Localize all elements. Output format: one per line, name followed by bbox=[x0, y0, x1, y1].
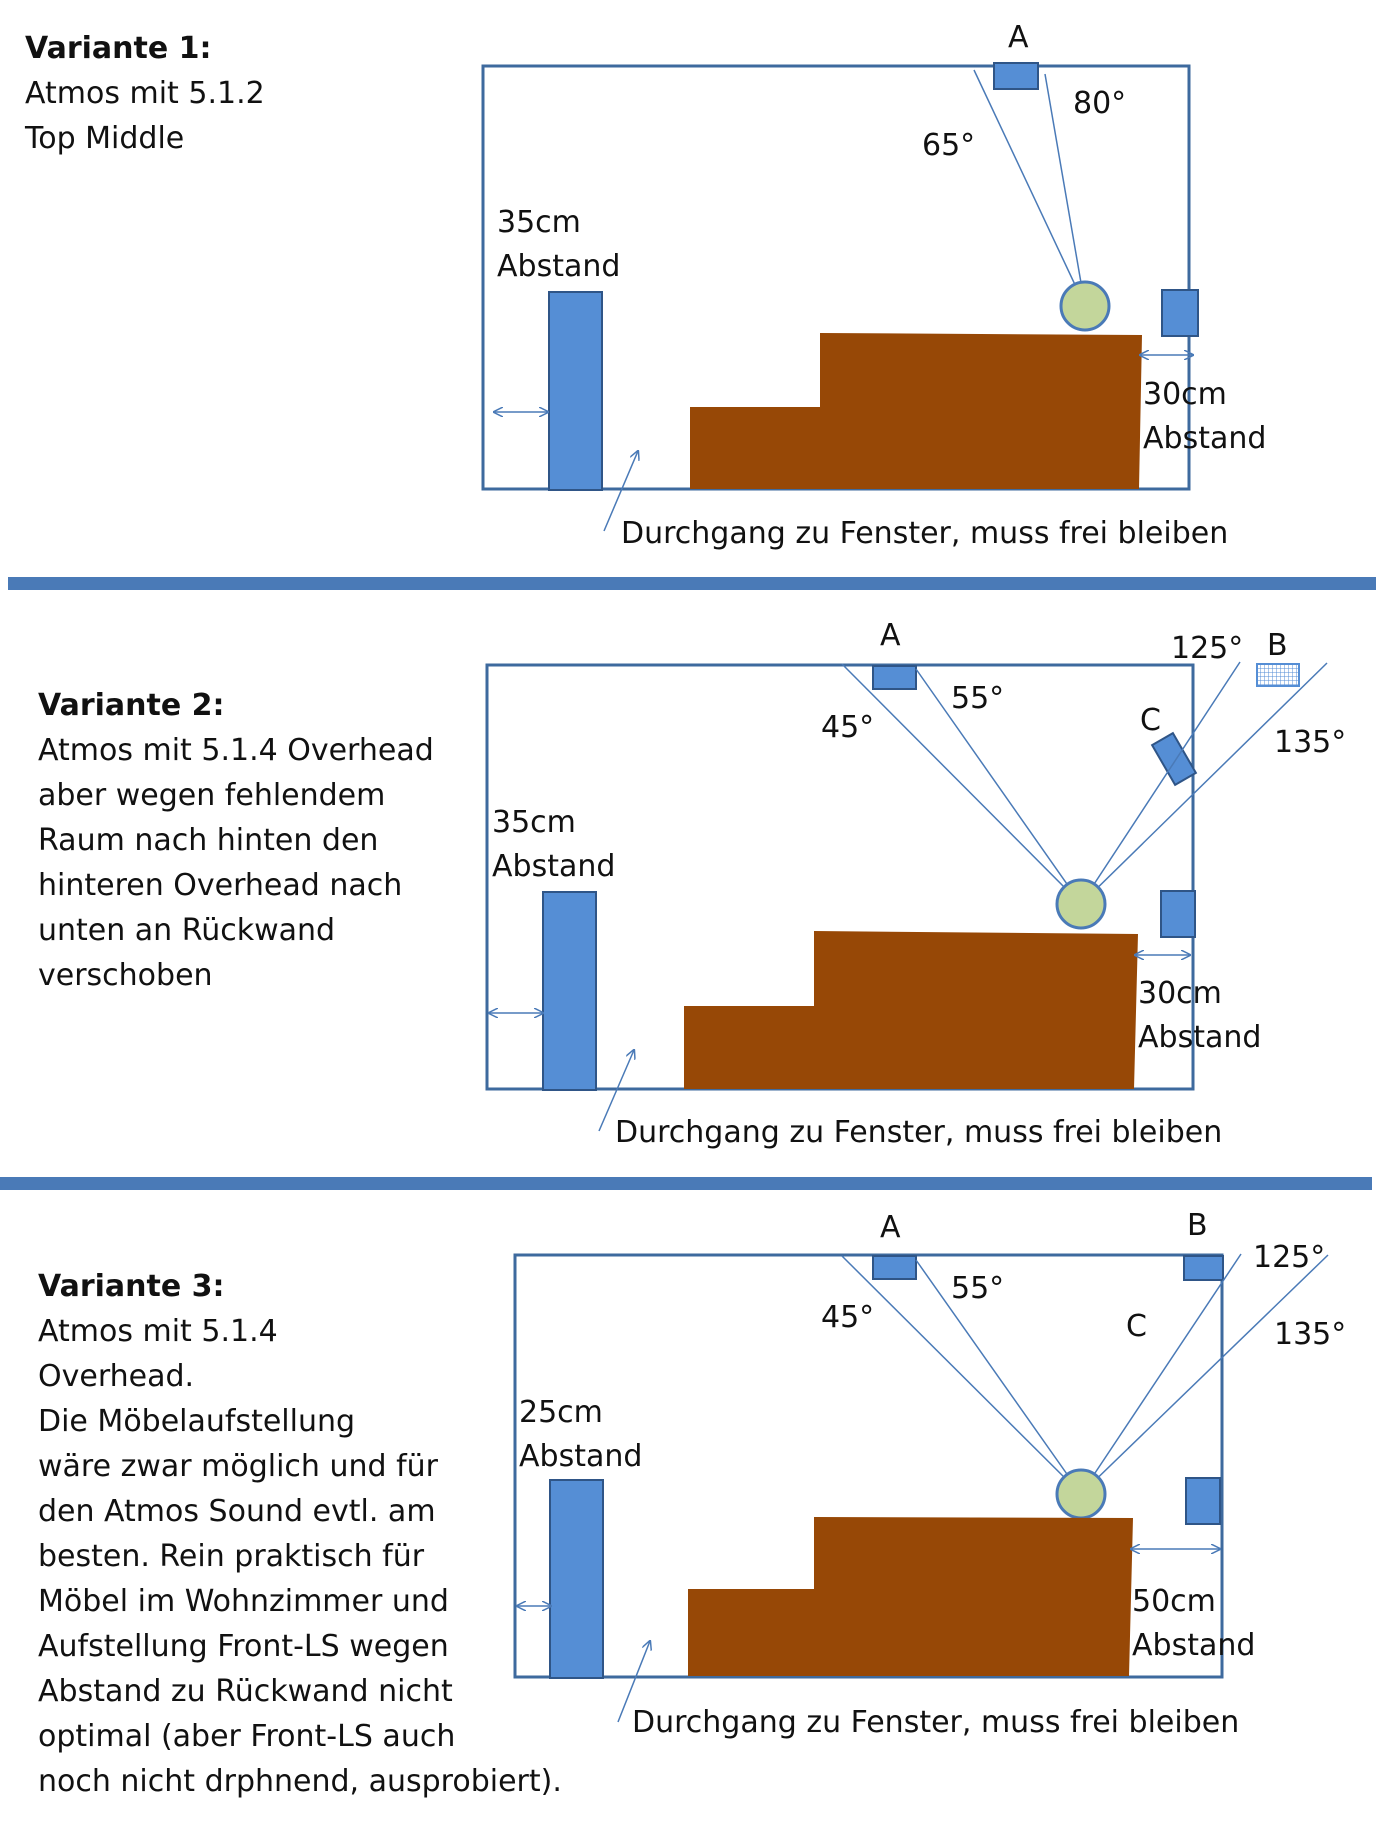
angle-line bbox=[973, 69, 1086, 307]
angle-line bbox=[1080, 1253, 1242, 1495]
variant-3-panel: Variante 3: Atmos mit 5.1.4 Overhead. Di… bbox=[0, 1190, 1384, 1831]
front-speaker-right bbox=[1160, 890, 1196, 938]
variant-3-line: Overhead. bbox=[38, 1359, 195, 1394]
variant-2-line: unten an Rückwand bbox=[38, 913, 336, 948]
angle-line bbox=[1080, 661, 1241, 905]
sofa bbox=[688, 1517, 1133, 1676]
speaker-a bbox=[872, 665, 917, 690]
angle-line bbox=[1044, 73, 1086, 307]
angle-label-80: 80° bbox=[1073, 86, 1126, 121]
variant-3-line: Atmos mit 5.1.4 bbox=[38, 1314, 278, 1349]
variant-2-panel: Variante 2: Atmos mit 5.1.4 Overhead abe… bbox=[0, 597, 1384, 1170]
variant-1-title: Variante 1: bbox=[25, 31, 212, 66]
front-speaker-left bbox=[542, 891, 597, 1091]
passage-note: Durchgang zu Fenster, muss frei bleiben bbox=[615, 1115, 1222, 1150]
speaker-b bbox=[1183, 1255, 1224, 1281]
variant-3-line: noch nicht drphnend, ausprobiert). bbox=[38, 1764, 562, 1799]
angle-line bbox=[915, 1259, 1082, 1495]
angle-line bbox=[915, 668, 1082, 905]
angle-line bbox=[1080, 1254, 1329, 1495]
speaker-b bbox=[1256, 663, 1300, 687]
angle-label-125: 125° bbox=[1171, 631, 1243, 666]
speaker-label-c: C bbox=[1126, 1309, 1147, 1344]
variant-3-line: Aufstellung Front-LS wegen bbox=[38, 1629, 449, 1664]
angle-label-55: 55° bbox=[951, 681, 1004, 716]
front-speaker-right bbox=[1185, 1477, 1221, 1525]
listener-position bbox=[1055, 1468, 1107, 1520]
front-speaker-left bbox=[548, 291, 603, 491]
variant-3-line: optimal (aber Front-LS auch bbox=[38, 1719, 456, 1754]
speaker-label-a: A bbox=[880, 1210, 901, 1245]
variant-3-line: Die Möbelaufstellung bbox=[38, 1404, 356, 1439]
passage-pointer bbox=[603, 451, 638, 532]
variant-2-line: hinteren Overhead nach bbox=[38, 868, 403, 903]
angle-label-125: 125° bbox=[1253, 1240, 1325, 1275]
variant-3-line: Abstand zu Rückwand nicht bbox=[38, 1674, 453, 1709]
speaker-c bbox=[1150, 731, 1198, 787]
variant-3-line: den Atmos Sound evtl. am bbox=[38, 1494, 436, 1529]
variant-2-floorplan: A B C 45° 55° 125° 135° bbox=[485, 618, 1346, 1150]
listener-position bbox=[1059, 280, 1111, 332]
variant-3-floorplan: A B C 45° 55° 125° 135° 2 bbox=[513, 1208, 1346, 1740]
speaker-label-c: C bbox=[1140, 703, 1161, 738]
variant-3-line: Möbel im Wohnzimmer und bbox=[38, 1584, 449, 1619]
room-outline bbox=[513, 1253, 1224, 1679]
variant-2-line: Raum nach hinten den bbox=[38, 823, 379, 858]
section-divider bbox=[0, 1177, 1372, 1190]
passage-note: Durchgang zu Fenster, muss frei bleiben bbox=[621, 516, 1228, 551]
angle-label-45: 45° bbox=[821, 1300, 874, 1335]
speaker-label-a: A bbox=[1008, 20, 1029, 55]
variant-1-line: Top Middle bbox=[25, 121, 185, 156]
angle-label-65: 65° bbox=[922, 128, 975, 163]
sofa bbox=[690, 333, 1142, 489]
variant-1-description: Variante 1: Atmos mit 5.1.2 Top Middle bbox=[25, 26, 265, 161]
angle-label-135: 135° bbox=[1274, 1317, 1346, 1352]
angle-label-45: 45° bbox=[821, 710, 874, 745]
variant-2-line: aber wegen fehlendem bbox=[38, 778, 386, 813]
variant-2-description: Variante 2: Atmos mit 5.1.4 Overhead abe… bbox=[38, 683, 434, 998]
speaker-a bbox=[872, 1255, 917, 1280]
variant-1-panel: Variante 1: Atmos mit 5.1.2 Top Middle A… bbox=[0, 0, 1384, 577]
section-divider bbox=[8, 577, 1376, 590]
passage-note: Durchgang zu Fenster, muss frei bleiben bbox=[632, 1705, 1239, 1740]
front-speaker-right bbox=[1161, 289, 1199, 337]
angle-line bbox=[841, 1255, 1082, 1495]
variant-3-title: Variante 3: bbox=[38, 1269, 225, 1304]
speaker-label-b: B bbox=[1187, 1208, 1208, 1243]
variant-2-line: Atmos mit 5.1.4 Overhead bbox=[38, 733, 434, 768]
variant-2-title: Variante 2: bbox=[38, 688, 225, 723]
angle-line bbox=[841, 663, 1082, 905]
passage-pointer bbox=[598, 1050, 634, 1132]
angle-label-135: 135° bbox=[1274, 725, 1346, 760]
variant-3-line: besten. Rein praktisch für bbox=[38, 1539, 425, 1574]
variant-2-line: verschoben bbox=[38, 958, 213, 993]
angle-line bbox=[1080, 662, 1328, 905]
speaker-label-a: A bbox=[880, 618, 901, 653]
passage-pointer bbox=[617, 1641, 650, 1723]
variant-3-line: wäre zwar möglich und für bbox=[38, 1449, 438, 1484]
angle-label-55: 55° bbox=[951, 1271, 1004, 1306]
variant-1-line: Atmos mit 5.1.2 bbox=[25, 76, 265, 111]
variant-3-description: Variante 3: Atmos mit 5.1.4 Overhead. Di… bbox=[38, 1264, 562, 1804]
sofa bbox=[684, 931, 1138, 1089]
front-speaker-left bbox=[549, 1479, 604, 1679]
speaker-a bbox=[993, 62, 1039, 90]
listener-position bbox=[1055, 878, 1107, 930]
speaker-label-b: B bbox=[1267, 628, 1288, 663]
